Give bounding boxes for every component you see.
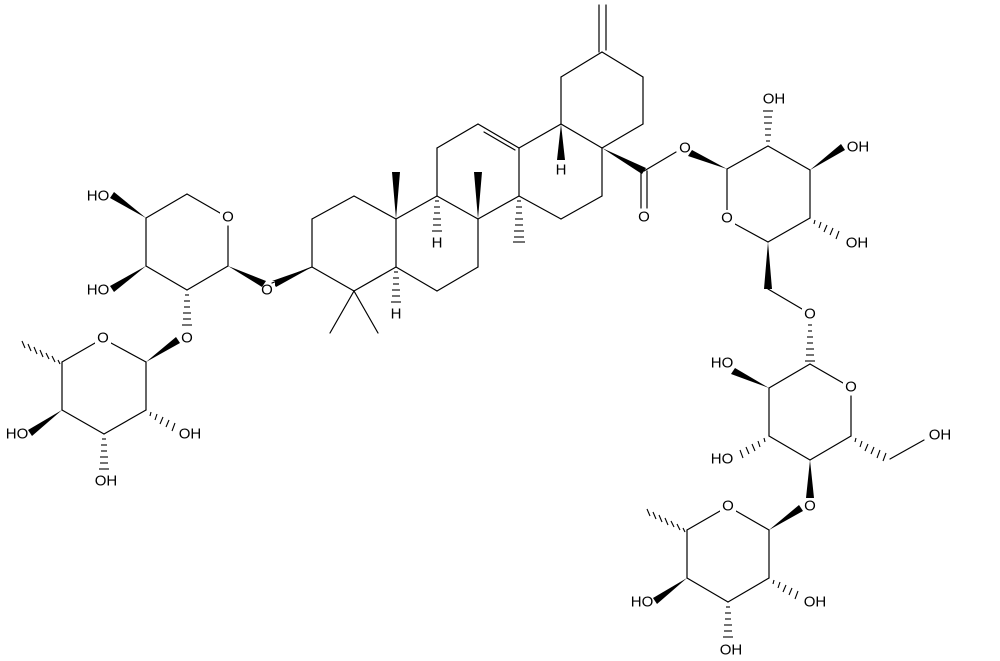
glucose-1-6-oxygen: O [804,306,816,323]
glucose-2-oh-6: OH [929,427,952,444]
carbonyl-oxygen: O [638,209,650,226]
glucose-2-oh-3: HO [711,451,734,468]
glucose-1-ring-oxygen: O [721,210,733,227]
c9-h-hash [432,200,442,232]
glucose-2-c3-hash [739,437,766,459]
arabinose-oh-4: HO [87,188,110,205]
glucose-2-ring: O HO HO OH O [711,324,952,515]
arabinose-oh-3: HO [87,282,110,299]
rhamnose-2-c3-hash [723,606,733,638]
rhamnose-1-c2-hash [149,411,176,432]
glucose-2-c5-hash [854,437,887,462]
rhamnose-2-ring: O HO OH [631,498,827,659]
c14-methyl-hash [513,200,525,243]
rhamnose-1-oh-2: OH [179,426,202,443]
glucose-1-oh-4: OH [846,235,869,252]
rhamnose-1-ring-oxygen: O [97,330,109,347]
glucose-2-rhamnose-linkage-oxygen: O [804,498,816,515]
c5-h-hash [391,271,401,303]
glucose-1-c4-hash [813,219,840,240]
rhamnose-1-oh-3: OH [95,473,118,490]
rhamnose-1-methyl-hash [21,340,61,365]
rhamnose-1-oh-4: HO [6,426,29,443]
h-label-c18: H [556,162,567,179]
rhamnose-1-ring: O HO OH [6,330,202,490]
h-label-c9: H [432,235,443,252]
glucose-2-anomeric-hash [805,324,815,362]
aglycone: H H H O O O [259,4,693,334]
ester-oxygen: O [679,140,691,157]
rhamnose-2-oh-2: OH [804,594,827,611]
rhamnose-2-ring-oxygen: O [722,498,734,515]
rhamnose-2-methyl-hash [646,508,686,533]
rhamnose-2-oh-3: OH [720,642,743,659]
glucose-1-oh-3: OH [847,139,870,156]
glucose-1-c2-hash [763,110,773,142]
glucose-2-oh-2: HO [711,355,734,372]
rhamnose-2-oh-4: HO [631,594,654,611]
rhamnose-1-c3-hash [99,438,109,470]
glucose-1-oh-2: OH [763,91,786,108]
arabinose-rhamnose-linkage-oxygen: O [181,330,193,347]
glucose-1-ring: O OH OH OH O [688,91,869,323]
arabinose-c2-hash [182,294,192,326]
glucose-2-ring-oxygen: O [845,379,857,396]
h-label-c5: H [391,306,402,323]
c3-glycosidic-oxygen: O [261,282,273,299]
rhamnose-2-c2-hash [772,579,799,600]
arabinose-ring: O HO HO O [87,188,313,347]
arabinose-ring-oxygen: O [222,209,234,226]
